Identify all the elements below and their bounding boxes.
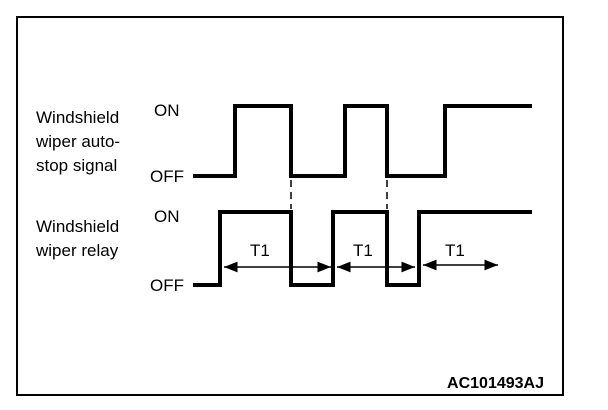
- relay-off-label: OFF: [150, 276, 184, 295]
- drawing-code: AC101493AJ: [447, 375, 544, 392]
- interval-label-2: T1: [353, 241, 373, 260]
- autostop-label-line-2: wiper auto-: [35, 132, 120, 151]
- autostop-signal-waveform: [193, 104, 532, 178]
- relay-label-line-1: Windshield: [36, 217, 119, 236]
- autostop-label-line-3: stop signal: [36, 156, 117, 175]
- diagram-frame: [16, 16, 564, 396]
- autostop-label-line-1: Windshield: [36, 108, 119, 127]
- autostop-on-label: ON: [154, 101, 180, 120]
- autostop-off-label: OFF: [150, 167, 184, 186]
- relay-waveform: [193, 210, 532, 287]
- interval-label-1: T1: [250, 241, 270, 260]
- relay-label-line-2: wiper relay: [35, 241, 119, 260]
- relay-on-label: ON: [154, 207, 180, 226]
- interval-label-3: T1: [445, 241, 465, 260]
